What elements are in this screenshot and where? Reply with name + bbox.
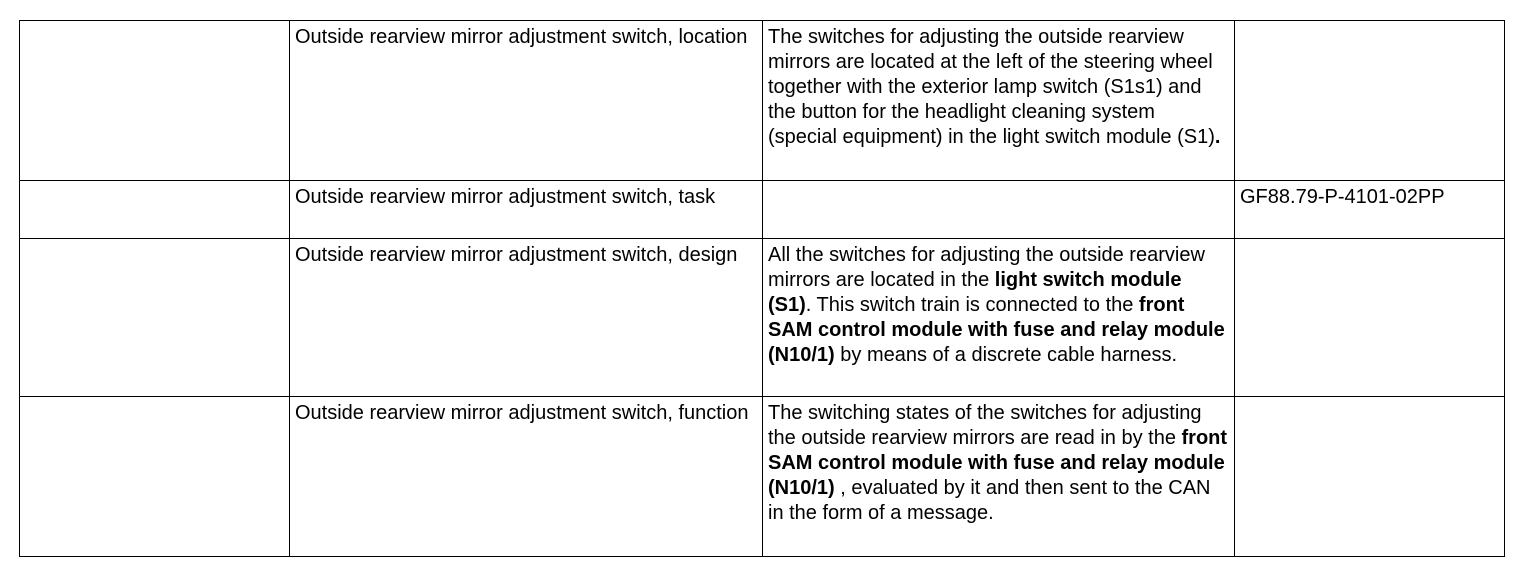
topic-cell: Outside rearview mirror adjustment switc… — [289, 238, 763, 397]
desc-text-bold: light switch module (S1) — [768, 269, 1182, 316]
reference-cell — [1234, 396, 1505, 557]
table-row: Outside rearview mirror adjustment switc… — [19, 238, 1505, 397]
desc-text: . This switch train is connected to the — [805, 294, 1139, 316]
empty-cell — [19, 20, 290, 181]
empty-cell — [19, 396, 290, 557]
topic-cell: Outside rearview mirror adjustment switc… — [289, 20, 763, 181]
description-cell — [762, 180, 1235, 239]
desc-text-bold: front SAM control module with fuse and r… — [768, 427, 1228, 499]
desc-text: The switching states of the switches for… — [768, 402, 1202, 449]
reference-cell — [1234, 238, 1505, 397]
document-table: Outside rearview mirror adjustment switc… — [19, 20, 1505, 557]
desc-text-bold: front SAM control module with fuse and r… — [768, 294, 1225, 366]
empty-cell — [19, 238, 290, 397]
description-cell: The switching states of the switches for… — [762, 396, 1235, 557]
reference-cell: GF88.79-P-4101-02PP — [1234, 180, 1505, 239]
desc-text: The switches for adjusting the outside r… — [768, 26, 1215, 148]
desc-text: All the switches for adjusting the outsi… — [768, 244, 1205, 291]
description-cell: All the switches for adjusting the outsi… — [762, 238, 1235, 397]
empty-cell — [19, 180, 290, 239]
table-row: Outside rearview mirror adjustment switc… — [19, 20, 1505, 181]
table-row: Outside rearview mirror adjustment switc… — [19, 396, 1505, 557]
desc-text-bold: . — [1214, 126, 1221, 148]
description-cell: The switches for adjusting the outside r… — [762, 20, 1235, 181]
desc-text: , evaluated by it and then sent to the C… — [768, 477, 1211, 524]
table-row: Outside rearview mirror adjustment switc… — [19, 180, 1505, 239]
reference-cell — [1234, 20, 1505, 181]
desc-text: by means of a discrete cable harness. — [834, 344, 1178, 366]
topic-cell: Outside rearview mirror adjustment switc… — [289, 180, 763, 239]
topic-cell: Outside rearview mirror adjustment switc… — [289, 396, 763, 557]
